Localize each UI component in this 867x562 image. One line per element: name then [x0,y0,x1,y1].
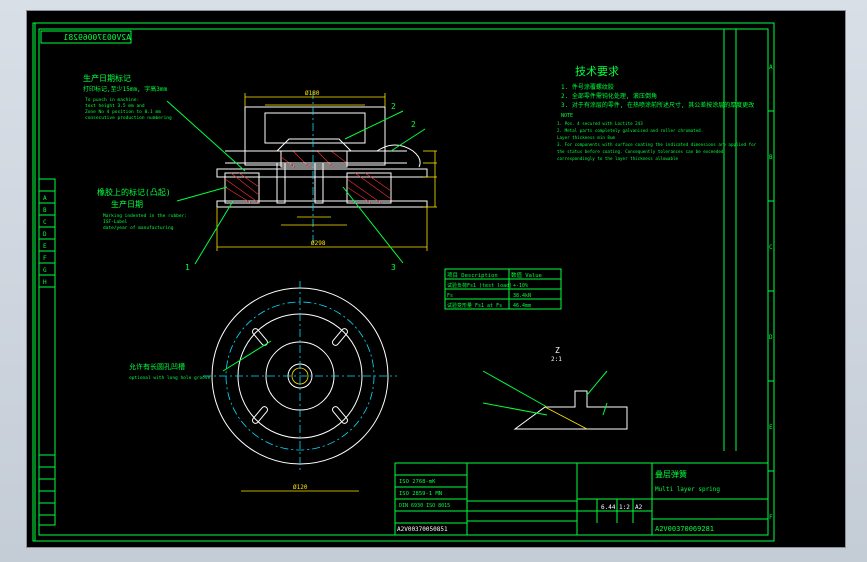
revision-letter: G [43,267,47,274]
svg-text:To punch in machine:: To punch in machine: [85,97,139,103]
svg-text:A2: A2 [635,504,643,511]
svg-text:the status before coating. Con: the status before coating. Consequently … [557,149,724,154]
svg-text:NOTE: NOTE [561,113,573,119]
svg-text:Zone No 4 position to 0.1 mm: Zone No 4 position to 0.1 mm [85,109,161,115]
svg-text:试验变形量 Fs1 at Fs: 试验变形量 Fs1 at Fs [447,302,502,309]
svg-text:Marking indented in the rubber: Marking indented in the rubber: [103,213,187,219]
svg-text:打印标记,至少15mm, 字高3mm: 打印标记,至少15mm, 字高3mm [83,85,168,93]
outer-border [32,22,775,542]
svg-text:ISO 2859-1 MN: ISO 2859-1 MN [399,491,442,497]
zone-letter: B [769,154,773,161]
revision-letter: H [43,279,47,286]
right-zone-ticks [768,110,774,472]
svg-text:ISO 2768-mK: ISO 2768-mK [399,479,436,485]
title-name-en: Multi layer spring [655,486,720,493]
note-bottom-en: optional with long hole groove [129,375,211,381]
technical-requirements: 技术要求 1. 件号涂覆螺纹胶 2. 全部零件需钝化处理, 滚压倒角 3. 对于… [557,65,757,161]
svg-text:text height 3.5 mm and: text height 3.5 mm and [85,103,145,109]
svg-text:Layer thickness min 8um: Layer thickness min 8um [557,135,615,140]
zone-letter: D [769,334,773,341]
revision-letter: D [43,231,47,238]
svg-text:生产日期标记: 生产日期标记 [83,73,131,83]
title-name-cn: 叠层弹簧 [655,469,687,479]
revision-column [38,178,56,526]
mirrored-doc-box [40,30,132,44]
svg-text:1. Pos. 4 secured with Loctite: 1. Pos. 4 secured with Loctite 243 [557,121,643,126]
svg-text:3. For components with surface: 3. For components with surface coating t… [557,142,757,147]
svg-text:数值 Value: 数值 Value [511,271,542,279]
svg-text:A2V00370050851: A2V00370050851 [397,526,448,533]
svg-text:Z: Z [555,346,560,355]
zone-letter: E [769,424,773,431]
revision-letter: F [43,255,47,262]
svg-text:生产日期: 生产日期 [111,199,143,209]
item-label-3: 3 [391,263,396,272]
svg-text:1. 件号涂覆螺纹胶: 1. 件号涂覆螺纹胶 [561,83,614,91]
svg-text:correspondingly to the layer t: correspondingly to the layer thickness a… [557,156,678,161]
svg-text:38.4kN: 38.4kN [513,293,531,299]
zone-letter: C [769,244,773,251]
dim-bottom: Ø120 [293,484,308,491]
dim-base: Ø298 [311,240,326,247]
plan-view: Ø120 允许有长圆孔凹槽 optional with long hole gr… [129,281,397,492]
zone-letter: A [769,64,773,71]
item-label-2b: 2 [411,120,416,129]
note-bottom-cn: 允许有长圆孔凹槽 [129,362,185,371]
svg-text:3. 对于有涂层的零件, 在热喷涂前所述尺寸, 其公差按涂层: 3. 对于有涂层的零件, 在热喷涂前所述尺寸, 其公差按涂层的厚度更改 [561,101,754,109]
svg-text:橡胶上的标记(凸起): 橡胶上的标记(凸起) [97,187,171,197]
title-doc-number: A2V00370069281 [655,525,714,533]
svg-text:Fs: Fs [447,293,453,299]
item-label-2: 2 [391,102,396,111]
svg-text:1:2: 1:2 [619,504,630,511]
note-stamp: 生产日期标记 打印标记,至少15mm, 字高3mm To punch in ma… [83,73,246,172]
revision-letter: A [43,195,47,202]
dim-top: Ø180 [305,90,320,97]
drawing-canvas[interactable]: A2V00370069281 [26,10,846,548]
detail-z: Z 2:1 [482,346,628,430]
test-load-table: 项目 Description 数值 Value 试验负荷Fs1 (test lo… [444,268,562,310]
svg-text:6.44: 6.44 [601,504,616,511]
zone-letter: F [769,514,773,521]
svg-text:2:1: 2:1 [551,356,562,363]
item-label-1: 1 [185,263,190,272]
svg-text:date/year of manufacturing: date/year of manufacturing [103,225,174,231]
svg-text:技术要求: 技术要求 [575,65,619,78]
mirrored-doc-number: A2V00370069281 [63,33,131,42]
svg-text:试验负荷Fs1 (test load): 试验负荷Fs1 (test load) [447,282,512,289]
svg-text:ISF-Label: ISF-Label [103,219,128,225]
svg-text:DIN 6930 ISO 8015: DIN 6930 ISO 8015 [399,503,450,509]
title-block: ISO 2768-mK ISO 2859-1 MN DIN 6930 ISO 8… [394,462,769,536]
revision-letter: E [43,243,47,250]
svg-text:2. Metal parts completely galv: 2. Metal parts completely galvanised and… [557,128,703,133]
svg-text:项目 Description: 项目 Description [447,272,498,279]
svg-text:46.4mm: 46.4mm [513,303,531,309]
section-view: Ø180 Ø298 1 2 2 3 [185,90,437,272]
svg-text:consecutive production numberi: consecutive production numbering [85,115,172,121]
revision-letter: B [43,207,47,214]
svg-text:+-10%: +-10% [513,283,528,289]
svg-text:2. 全部零件需钝化处理, 滚压倒角: 2. 全部零件需钝化处理, 滚压倒角 [561,92,657,100]
drawing-sheet: A2V00370069281 [32,22,775,542]
revision-letter: C [43,219,47,226]
note-rubber-marking: 橡胶上的标记(凸起) 生产日期 Marking indented in the … [97,186,228,231]
